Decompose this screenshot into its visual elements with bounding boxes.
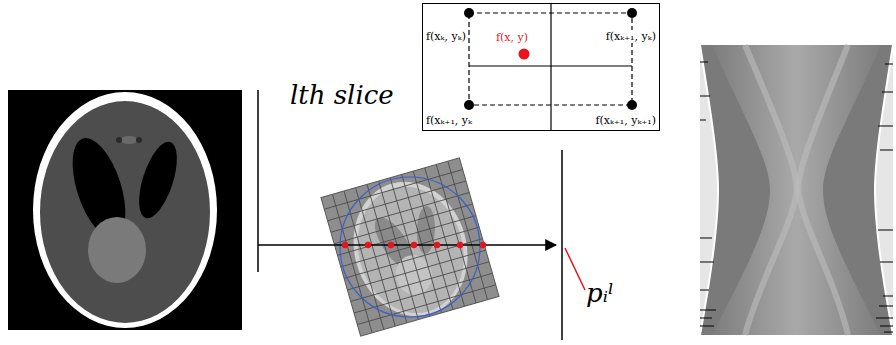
grid-value: f(xₖ₊₁, yₖ <box>425 114 473 127</box>
sample-dots <box>342 242 486 248</box>
grid-value: f(xₖ, yₖ) <box>425 30 467 43</box>
rotated-slice <box>321 158 499 336</box>
leader-line <box>565 248 585 290</box>
interpolation-sketch <box>423 4 659 130</box>
ray-arrow <box>258 244 556 246</box>
inset-box: f(xₖ, yₖ) f(x, y) f(xₖ₊₁, yₖ) f(xₖ₊₁, yₖ f(x… <box>422 3 660 131</box>
field-circle <box>340 177 480 317</box>
slice-label: lth slice <box>290 80 394 110</box>
phantom-image <box>8 90 242 330</box>
detector-line <box>561 150 563 340</box>
sinogram-image <box>700 45 893 335</box>
grid-value: f(xₖ₊₁, yₖ) <box>605 30 657 43</box>
interpolated-value: f(x, y) <box>495 31 529 44</box>
grid-value: f(xₖ₊₁, yₖ₊₁) <box>594 114 657 127</box>
projection-label: pᵢˡ <box>586 278 614 308</box>
